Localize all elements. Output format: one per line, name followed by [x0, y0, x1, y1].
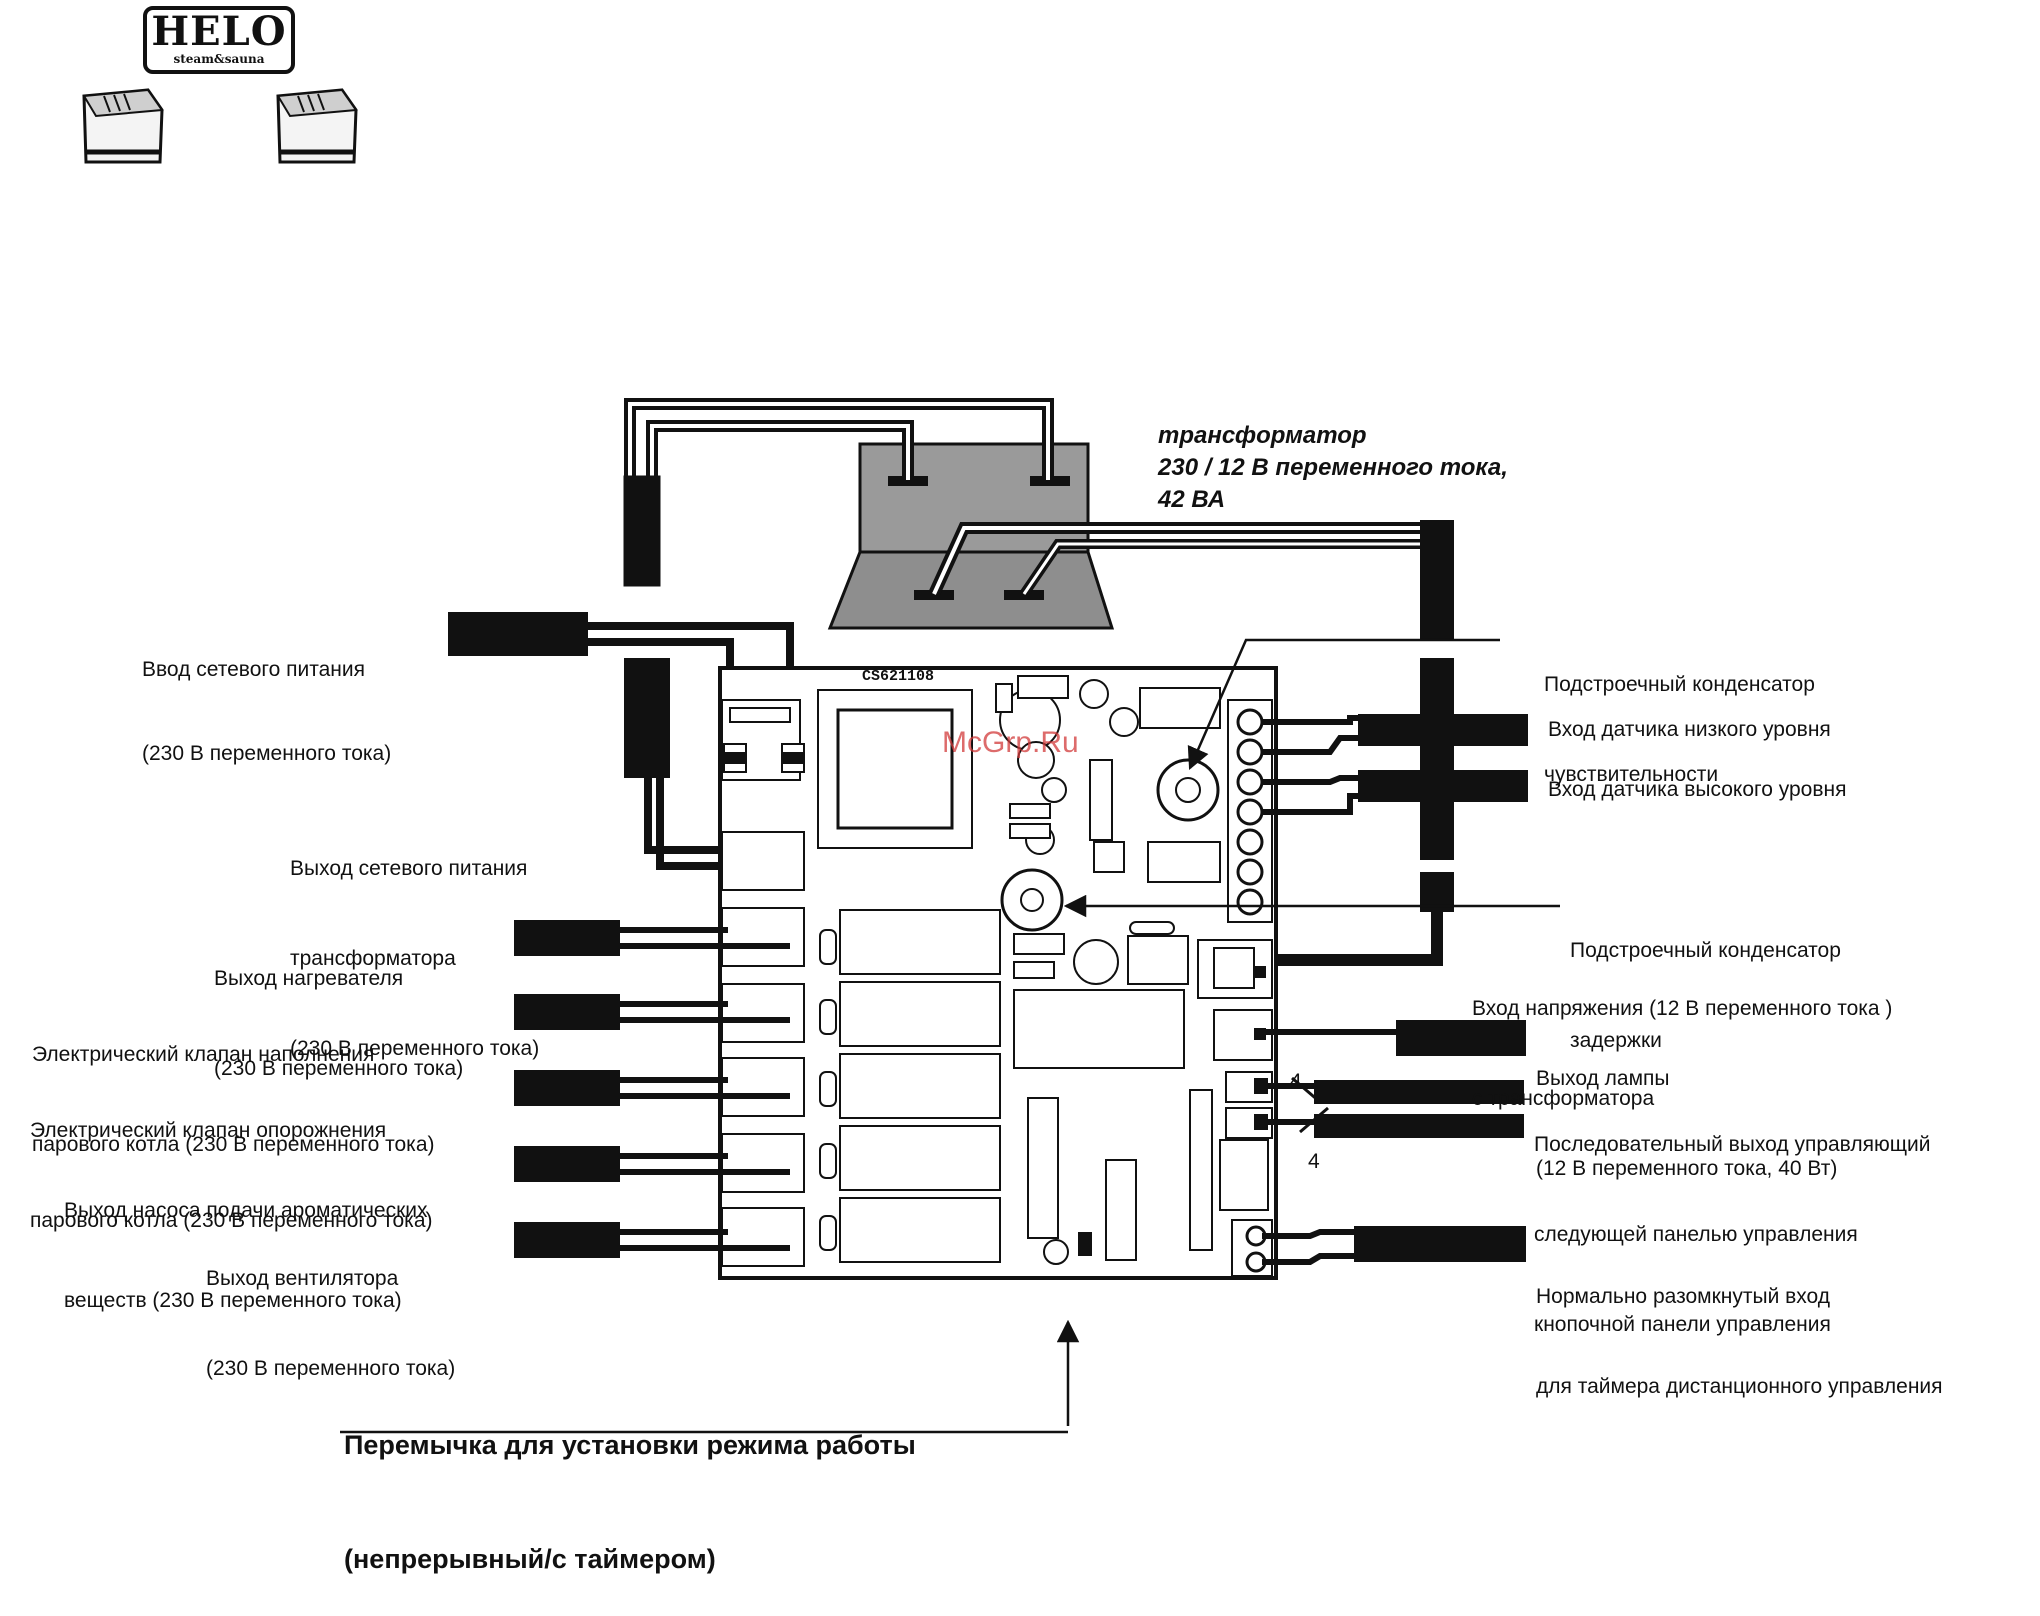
voltage-input-line-2: с трансформатора	[1472, 1087, 1655, 1110]
fan-line-2: (230 В переменного тока)	[206, 1357, 456, 1380]
jumper-line-1: Перемычка для установки режима работы	[344, 1430, 916, 1460]
logo-brand: HELO	[151, 8, 287, 55]
aroma-pump-label: Выход насоса подачи ароматических вещест…	[64, 1136, 428, 1346]
mains-output-line-2: трансформатора	[290, 947, 456, 970]
transformer-line-1: трансформатор	[1158, 422, 1367, 449]
lamp-output-label: Выход лампы (12 В переменного тока, 40 В…	[1536, 1004, 1837, 1214]
lamp-output-line-1: Выход лампы	[1536, 1067, 1670, 1090]
fan-line-1: Выход вентилятора	[206, 1267, 399, 1290]
mains-output-line-1: Выход сетевого питания	[290, 857, 528, 880]
lamp-output-line-2: (12 В переменного тока, 40 Вт)	[1536, 1157, 1838, 1180]
timer-input-line-1: Нормально разомкнутый вход	[1536, 1285, 1831, 1308]
mains-input-line-1: Ввод сетевого питания	[142, 658, 365, 681]
fill-valve-label: Электрический клапан наполнения парового…	[32, 980, 435, 1190]
aroma-pump-line-1: Выход насоса подачи ароматических	[64, 1199, 428, 1222]
steam-generator-icon-left	[82, 88, 164, 164]
steam-generator-icon-right	[276, 88, 358, 164]
sensitivity-trimmer-line-1: Подстроечный конденсатор	[1544, 673, 1815, 696]
serial-output-label: Последовательный выход управляющий следу…	[1534, 1070, 1930, 1370]
helo-logo	[143, 6, 295, 74]
sensitivity-trimmer-label: Подстроечный конденсатор чувствительност…	[1544, 610, 1815, 820]
timer-input-line-2: для таймера дистанционного управления	[1536, 1375, 1943, 1398]
control-board	[718, 666, 1278, 1280]
serial-output-line-1: Последовательный выход управляющий	[1534, 1133, 1931, 1156]
low-sensor-label: Вход датчика низкого уровня	[1548, 718, 1831, 741]
delay-trimmer-line-2: задержки	[1570, 1029, 1662, 1052]
right-cables	[1262, 714, 1528, 1265]
mains-output-label: Выход сетевого питания трансформатора (2…	[290, 794, 539, 1094]
drain-valve-label: Электрический клапан опорожнения паровог…	[30, 1056, 433, 1266]
transformer-line-3: 42 ВА	[1158, 486, 1226, 513]
wire-count-lower: 4	[1308, 1150, 1320, 1173]
aroma-pump-line-2: веществ (230 В переменного тока)	[64, 1289, 402, 1312]
voltage-input-line-1: Вход напряжения (12 В переменного тока )	[1472, 997, 1893, 1020]
sensitivity-trimmer-line-2: чувствительности	[1544, 763, 1719, 786]
timer-input-label: Нормально разомкнутый вход для таймера д…	[1536, 1222, 1943, 1432]
helo-logo-text: HELO steam&sauna	[148, 8, 290, 67]
heater-label: Выход нагревателя (230 В переменного ток…	[214, 904, 463, 1114]
left-output-cables	[514, 920, 790, 1258]
mains-input-label: Ввод сетевого питания (230 В переменного…	[142, 600, 391, 796]
logo-subtitle: steam&sauna	[173, 52, 265, 66]
drain-valve-line-1: Электрический клапан опорожнения	[30, 1119, 387, 1142]
transformer	[827, 442, 1115, 630]
jumper-label: Перемычка для установки режима работы (н…	[344, 1350, 916, 1616]
wire-count-upper: 4	[1290, 1070, 1302, 1093]
transformer-primary-wires	[623, 398, 1054, 587]
voltage-input-label: Вход напряжения (12 В переменного тока )…	[1472, 934, 1892, 1144]
board-id: CS621108	[862, 668, 935, 685]
pointer-arrows	[340, 638, 1560, 1434]
wiring-diagram	[82, 6, 1560, 1434]
delay-trimmer-line-1: Подстроечный конденсатор	[1570, 939, 1841, 962]
jumper-line-2: (непрерывный/с таймером)	[344, 1544, 716, 1574]
mains-output-line-3: (230 В переменного тока)	[290, 1037, 540, 1060]
watermark: McGrp.Ru	[942, 726, 1079, 759]
fill-valve-line-2: парового котла (230 В переменного тока)	[32, 1133, 435, 1156]
fan-label: Выход вентилятора (230 В переменного ток…	[206, 1204, 455, 1414]
heater-line-1: Выход нагревателя	[214, 967, 404, 990]
delay-trimmer-label: Подстроечный конденсатор задержки	[1570, 876, 1841, 1086]
mains-input-line-2: (230 В переменного тока)	[142, 742, 392, 765]
serial-output-line-3: кнопочной панели управления	[1534, 1313, 1831, 1336]
serial-output-line-2: следующей панелью управления	[1534, 1223, 1858, 1246]
drain-valve-line-2: парового котла (230 В переменного тока)	[30, 1209, 433, 1232]
high-sensor-label: Вход датчика высокого уровня	[1548, 778, 1847, 801]
transformer-line-2: 230 / 12 В переменного тока,	[1158, 454, 1508, 481]
fill-valve-line-1: Электрический клапан наполнения	[32, 1043, 375, 1066]
heater-line-2: (230 В переменного тока)	[214, 1057, 464, 1080]
